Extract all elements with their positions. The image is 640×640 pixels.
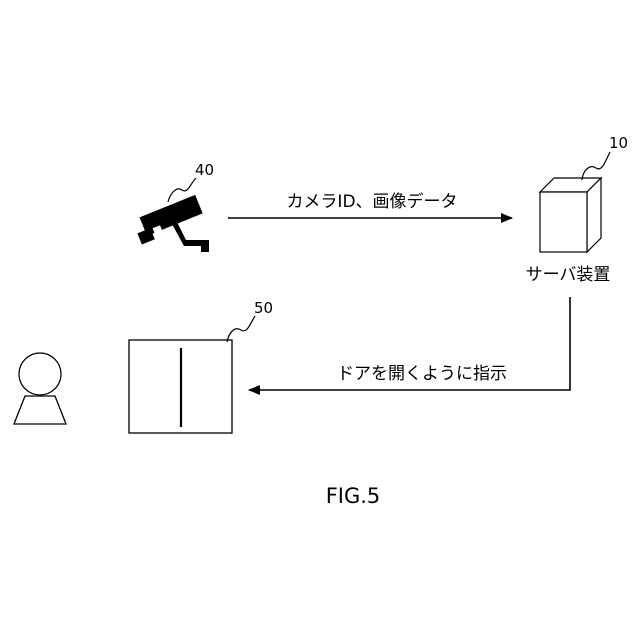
door-icon xyxy=(129,340,232,433)
server-to-door-label: ドアを開くように指示 xyxy=(337,364,507,384)
camera-ref-number: 40 xyxy=(195,161,214,179)
person-icon xyxy=(14,353,66,424)
server-label: サーバ装置 xyxy=(526,265,611,285)
server-leader-line xyxy=(582,152,610,180)
security-camera-icon xyxy=(132,195,209,252)
server-box-icon xyxy=(540,178,601,252)
camera-to-server-label: カメラID、画像データ xyxy=(286,191,457,212)
door-ref-number: 50 xyxy=(254,299,273,317)
figure-label: FIG.5 xyxy=(326,484,381,508)
server-ref-number: 10 xyxy=(609,134,628,152)
door-leader-line xyxy=(227,316,255,342)
